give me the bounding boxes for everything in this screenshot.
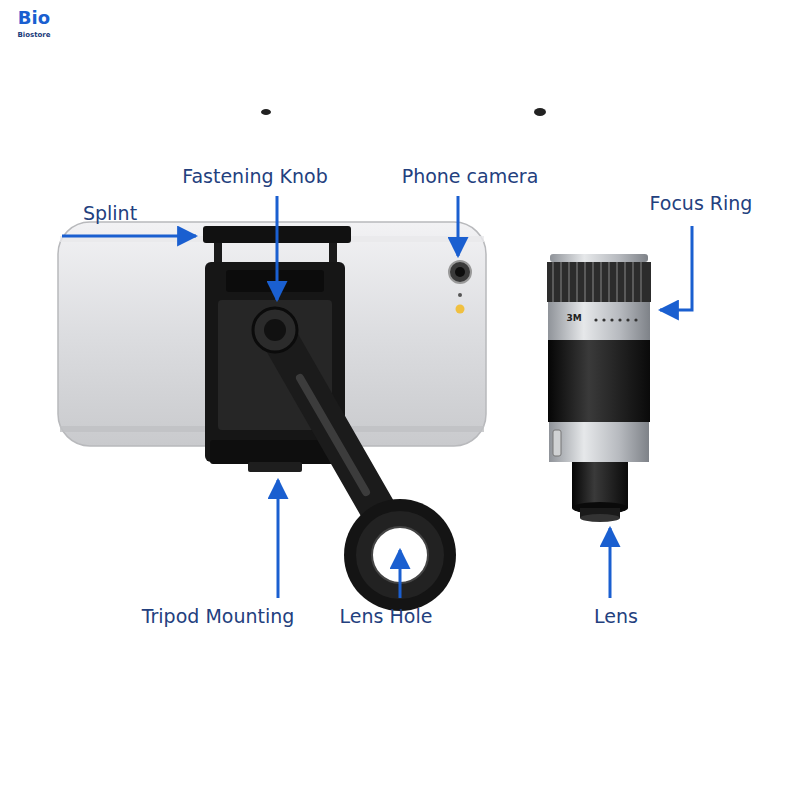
part-label: Splint	[83, 203, 137, 225]
phone	[58, 222, 486, 446]
logo-text: Biostore	[17, 31, 50, 39]
part-label: Lens Hole	[340, 606, 433, 628]
logo-mark: Bio	[18, 8, 50, 29]
part-label: Focus Ring	[650, 193, 753, 215]
lens-marking: 3M	[566, 313, 581, 323]
part-label: Fastening Knob	[182, 166, 328, 188]
part-label: Tripod Mounting	[142, 606, 295, 628]
part-label: Lens	[594, 606, 638, 628]
speck	[261, 109, 271, 115]
lens-arm	[253, 308, 456, 611]
leader-arrows	[62, 196, 692, 598]
part-label: Phone camera	[402, 166, 539, 188]
telephoto-lens	[547, 254, 651, 522]
speck	[534, 108, 546, 116]
